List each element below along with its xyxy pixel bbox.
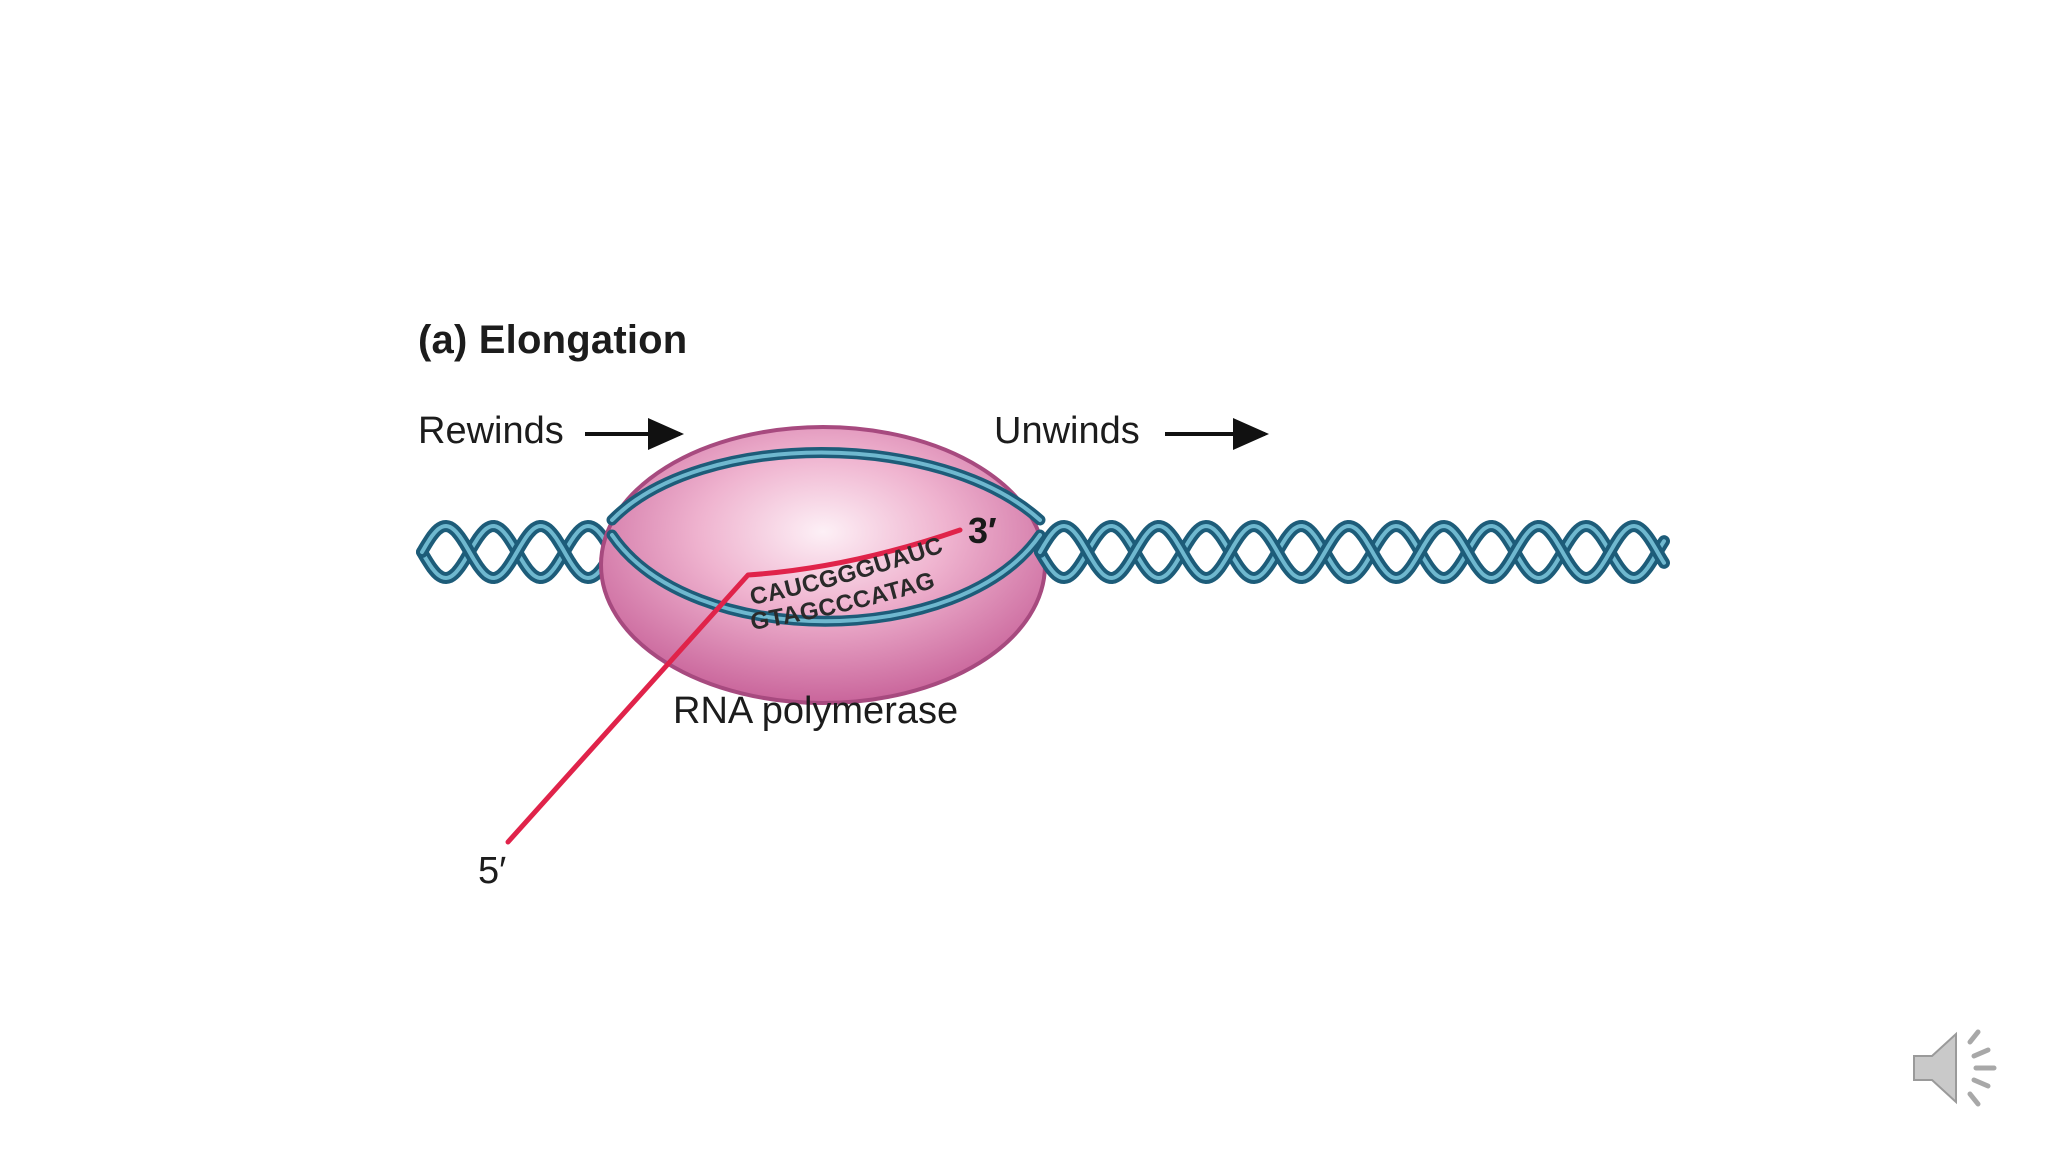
- transcription-bubble: [606, 447, 1046, 627]
- rewinds-label: Rewinds: [418, 410, 564, 452]
- dna-helix-right: [1034, 519, 1670, 585]
- dna-helix-left: [416, 519, 618, 585]
- speaker-body: [1913, 1031, 1957, 1105]
- five-prime-label: 5′: [478, 850, 507, 892]
- dna-strand-b-highlight: [1038, 523, 1666, 581]
- three-prime-label: 3′: [968, 510, 997, 551]
- rna-polymerase-label: RNA polymerase: [673, 690, 959, 732]
- speaker-icon[interactable]: [1908, 1018, 2008, 1118]
- dna-strand-b-highlight: [420, 523, 614, 581]
- sound-waves: [1967, 1029, 1997, 1107]
- diagram-title: (a) Elongation: [418, 318, 688, 362]
- unwinds-label: Unwinds: [994, 410, 1140, 452]
- rna-transcript: [505, 527, 963, 845]
